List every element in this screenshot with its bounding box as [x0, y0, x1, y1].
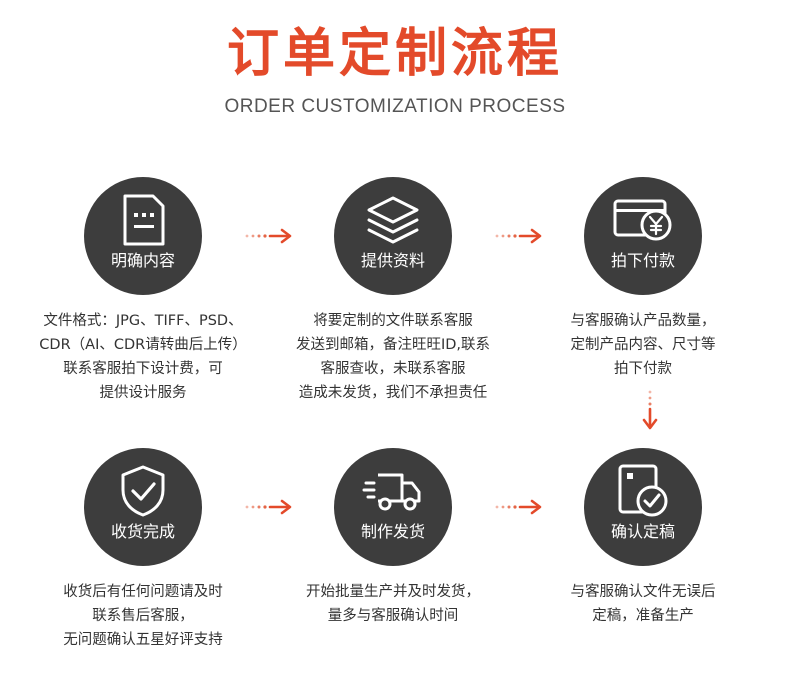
yen-card-icon — [584, 191, 702, 249]
step-circle: 提供资料 — [334, 177, 452, 295]
page-title: 订单定制流程 — [226, 24, 563, 84]
step-label: 收货完成 — [110, 522, 175, 541]
flow-arrow-right — [245, 499, 292, 515]
step-description: 与客服确认文件无误后 定稿，准备生产 — [518, 580, 768, 628]
step-label: 制作发货 — [360, 522, 425, 541]
step-description: 将要定制的文件联系客服 发送到邮箱，备注旺旺ID,联系 客服查收，未联系客服 造… — [268, 309, 518, 405]
step-description: 文件格式：JPG、TIFF、PSD、 CDR（AI、CDR请转曲后上传） 联系客… — [18, 309, 268, 405]
flow-arrow-right — [495, 228, 542, 244]
step-label: 拍下付款 — [610, 251, 675, 270]
page-subtitle: ORDER CUSTOMIZATION PROCESS — [224, 96, 566, 117]
step-description: 收货后有任何问题请及时 联系售后客服， 无问题确认五星好评支持 — [18, 580, 268, 652]
step-circle: 制作发货 — [334, 448, 452, 566]
step-circle: 收货完成 — [84, 448, 202, 566]
step-production-shipping: 制作发货 开始批量生产并及时发货， 量多与客服确认时间 — [268, 448, 518, 628]
desc-line: 发送到邮箱，备注旺旺ID,联系 — [295, 337, 491, 353]
desc-line: 提供设计服务 — [99, 385, 187, 401]
step-label: 提供资料 — [360, 251, 425, 270]
desc-line: 造成未发货，我们不承担责任 — [298, 385, 488, 401]
desc-line: 定稿，准备生产 — [592, 608, 694, 624]
truck-icon — [334, 462, 452, 520]
desc-line: 与客服确认文件无误后 — [570, 584, 716, 600]
step-label: 确认定稿 — [610, 522, 675, 541]
document-icon — [84, 191, 202, 249]
step-circle: 明确内容 — [84, 177, 202, 295]
desc-line: CDR（AI、CDR请转曲后上传） — [39, 337, 247, 353]
step-description: 与客服确认产品数量， 定制产品内容、尺寸等 拍下付款 — [518, 309, 768, 381]
step-label: 明确内容 — [110, 251, 175, 270]
desc-line: 量多与客服确认时间 — [327, 608, 459, 624]
step-receipt-complete: 收货完成 收货后有任何问题请及时 联系售后客服， 无问题确认五星好评支持 — [18, 448, 268, 652]
desc-line: 拍下付款 — [614, 361, 672, 377]
desc-line: 联系客服拍下设计费，可 — [63, 361, 223, 377]
step-confirm-draft: 确认定稿 与客服确认文件无误后 定稿，准备生产 — [518, 448, 768, 628]
step-provide-materials: 提供资料 将要定制的文件联系客服 发送到邮箱，备注旺旺ID,联系 客服查收，未联… — [268, 177, 518, 405]
desc-line: 收货后有任何问题请及时 — [63, 584, 223, 600]
step-clarify-content: 明确内容 文件格式：JPG、TIFF、PSD、 CDR（AI、CDR请转曲后上传… — [18, 177, 268, 405]
step-order-payment: 拍下付款 与客服确认产品数量， 定制产品内容、尺寸等 拍下付款 — [518, 177, 768, 381]
step-description: 开始批量生产并及时发货， 量多与客服确认时间 — [268, 580, 518, 628]
desc-line: 文件格式：JPG、TIFF、PSD、 — [43, 313, 243, 329]
flow-arrow-right — [495, 499, 542, 515]
desc-line: 定制产品内容、尺寸等 — [570, 337, 716, 353]
desc-line: 开始批量生产并及时发货， — [306, 584, 480, 600]
desc-line: 联系售后客服， — [92, 608, 194, 624]
desc-line: 将要定制的文件联系客服 — [313, 313, 473, 329]
flow-arrow-right — [245, 228, 292, 244]
desc-line: 客服查收，未联系客服 — [320, 361, 466, 377]
flow-arrow-down — [642, 390, 658, 430]
step-circle: 拍下付款 — [584, 177, 702, 295]
desc-line: 无问题确认五星好评支持 — [63, 632, 223, 648]
desc-line: 与客服确认产品数量， — [570, 313, 716, 329]
confirm-draft-icon — [584, 462, 702, 520]
step-circle: 确认定稿 — [584, 448, 702, 566]
shield-check-icon — [84, 462, 202, 520]
layers-icon — [334, 191, 452, 249]
